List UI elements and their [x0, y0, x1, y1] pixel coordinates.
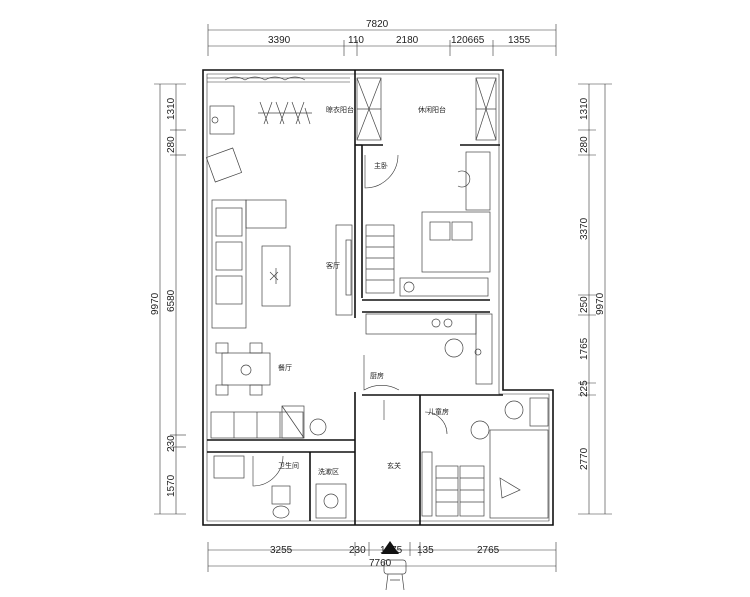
- bottom-dim-2: 230: [349, 545, 366, 556]
- room-label-childrens-room: 儿童房: [428, 407, 449, 416]
- room-label-kitchen: 厨房: [370, 371, 384, 380]
- right-dimension-chain: 1310 280 3370 250 1765 225 2770 9970: [578, 83, 612, 515]
- top-total-dim: 7820: [366, 19, 389, 30]
- bottom-dimension-chain: 3255 230 1375 135 2765 7760: [207, 542, 557, 572]
- room-label-leisure-balcony: 休闲阳台: [418, 105, 446, 114]
- interior-walls: [207, 70, 503, 525]
- kids-bed-icon: [489, 429, 549, 519]
- exterior-walls: [202, 69, 554, 526]
- tv-cabinet-icon: [335, 224, 353, 316]
- kitchen-chair-icon: [444, 338, 464, 358]
- left-dim-5: 1570: [166, 474, 177, 497]
- room-label-master-bedroom: 主卧: [374, 161, 388, 170]
- room-label-wash-area: 洗漱区: [318, 467, 339, 476]
- top-dim-4: 120665: [451, 35, 485, 46]
- top-dim-5: 1355: [508, 35, 531, 46]
- desk-chair-icon: [457, 170, 471, 188]
- entrance-arrow-icon: [381, 541, 399, 554]
- dining-table-icon: [215, 342, 271, 396]
- left-dim-4: 230: [166, 435, 177, 452]
- top-dimension-chain: 7820 3390 110 2180 120665 1355: [207, 19, 557, 56]
- top-dim-3: 2180: [396, 35, 419, 46]
- entrance-chair-icon: [383, 559, 407, 591]
- coffee-table-icon: [261, 245, 291, 307]
- left-total-dim: 9970: [150, 292, 161, 315]
- laundry-balcony-window: [207, 77, 350, 83]
- washing-machine-icon: [209, 105, 235, 135]
- right-dim-3: 3370: [579, 217, 590, 240]
- decorative-plant-icon: [309, 418, 327, 436]
- right-dim-7: 2770: [579, 447, 590, 470]
- washbasin-icon: [315, 483, 347, 519]
- left-dim-2: 280: [166, 136, 177, 153]
- sofa-icon: [211, 199, 287, 329]
- storage-cabinet-row: [210, 405, 305, 439]
- bottom-dim-4: 135: [417, 545, 434, 556]
- left-dim-3: 6580: [166, 289, 177, 312]
- toilet-icon: [271, 485, 291, 519]
- left-dim-1: 1310: [166, 97, 177, 120]
- room-label-dining-room: 餐厅: [278, 363, 292, 372]
- bottom-total-dim: 7760: [369, 558, 392, 569]
- right-dim-4: 250: [579, 296, 590, 313]
- kitchen-counter-icon: [365, 313, 493, 385]
- top-dim-1: 3390: [268, 35, 291, 46]
- left-dimension-chain: 9970 1310 280 6580 230 1570: [150, 83, 186, 515]
- kids-desk-chair-icon: [504, 397, 549, 427]
- door-swings: [252, 154, 448, 487]
- bedroom-bench-icon: [399, 277, 489, 297]
- bottom-dim-5: 2765: [477, 545, 500, 556]
- bottom-dim-1: 3255: [270, 545, 293, 556]
- shoe-cabinet-icon: [421, 451, 433, 517]
- kids-wardrobe-icon: [435, 465, 485, 517]
- right-total-dim: 9970: [595, 292, 606, 315]
- kids-rug-icon: [470, 420, 490, 440]
- room-label-laundry-balcony: 晾衣阳台: [326, 105, 354, 114]
- top-dim-2: 110: [348, 35, 364, 46]
- room-label-entrance: 玄关: [387, 461, 401, 470]
- right-dim-1: 1310: [579, 97, 590, 120]
- wardrobe-icon: [365, 224, 395, 294]
- right-dim-6: 225: [579, 380, 590, 397]
- balcony-cabinet-left: [356, 77, 382, 141]
- right-dim-2: 280: [579, 136, 590, 153]
- desk-icon: [465, 151, 491, 211]
- drying-rack-icon: [258, 101, 312, 125]
- right-dim-5: 1765: [579, 337, 590, 360]
- balcony-cabinet-right: [475, 77, 497, 141]
- master-bed-icon: [421, 211, 491, 273]
- plant-decoration-icon: [224, 76, 306, 81]
- room-label-living-room: 客厅: [326, 261, 340, 270]
- armchair-icon: [205, 147, 243, 183]
- room-label-bathroom: 卫生间: [278, 461, 299, 470]
- shower-icon: [213, 455, 245, 479]
